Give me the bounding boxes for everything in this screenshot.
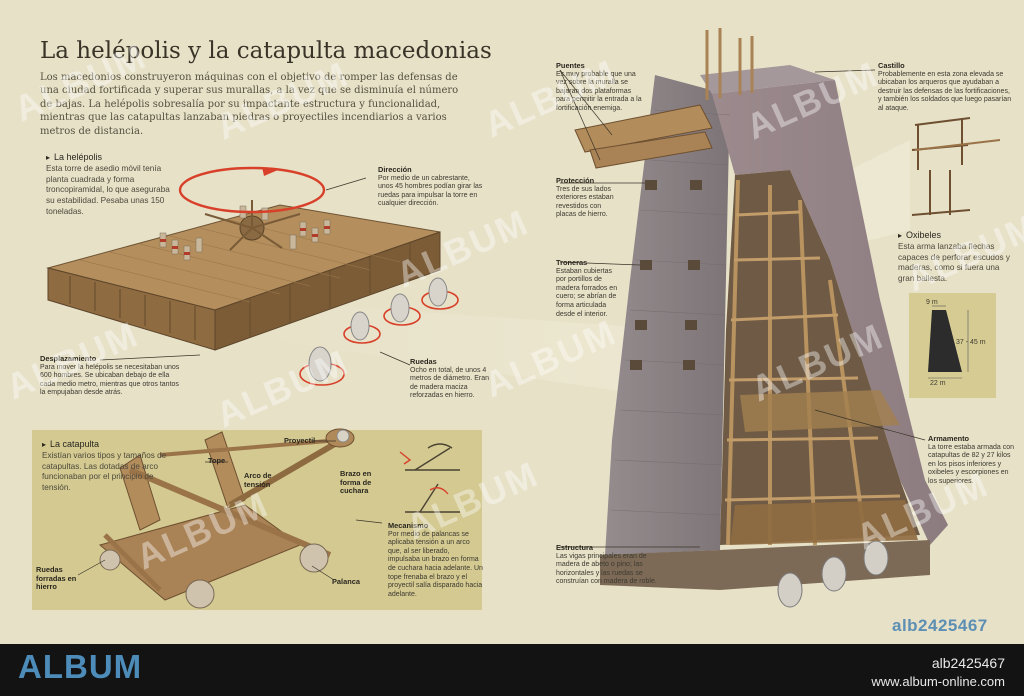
callout-proteccion-text: Tres de sus lados exteriores estaban rev… xyxy=(556,185,614,219)
label-palanca: Palanca xyxy=(332,577,360,586)
page-title: La helépolis y la catapulta macedonias xyxy=(40,38,492,64)
helepolis-platform-illustration xyxy=(46,166,459,386)
callout-desplazamiento-title: Desplazamiento xyxy=(40,354,97,363)
album-logo[interactable]: ALBUM xyxy=(18,648,143,685)
callout-proteccion-title: Protección xyxy=(556,176,595,185)
dimension-height: 37 - 45 m xyxy=(956,339,986,346)
callout-mecanismo: Mecanismo Por medio de palancas se aplic… xyxy=(388,521,483,599)
section-catapulta: La catapulta Existían varios tipos y tam… xyxy=(42,439,172,494)
callout-ruedas-title: Ruedas xyxy=(410,357,437,366)
footer-bar xyxy=(0,644,1024,696)
illustrations xyxy=(46,28,1001,609)
dimension-base: 22 m xyxy=(930,380,946,387)
callout-mecanismo-title: Mecanismo xyxy=(388,521,429,530)
section-helepolis-heading: La helépolis xyxy=(46,152,176,164)
image-code: alb2425467 xyxy=(892,616,988,635)
section-oxibeles-text: Esta arma lanzaba flechas capaces de per… xyxy=(898,241,1010,284)
callout-puentes-text: Es muy probable que una vez sobre la mur… xyxy=(556,70,642,112)
callout-desplazamiento: Desplazamiento Para mover la helépolis s… xyxy=(40,354,180,398)
callout-armamento: Armamento La torre estaba armada con cat… xyxy=(928,434,1018,487)
leader-lines xyxy=(77,69,926,581)
section-oxibeles-heading: Oxibeles xyxy=(898,230,1016,242)
callout-troneras-title: Troneras xyxy=(556,258,588,267)
label-proyectil: Proyectil xyxy=(284,436,316,445)
callout-direccion: Dirección Por medio de un cabrestante, u… xyxy=(378,165,483,209)
catapult-mechanism-diagrams xyxy=(399,443,460,513)
callout-estructura-title: Estructura xyxy=(556,543,593,552)
label-arco: Arco de tensión xyxy=(244,471,272,489)
callout-proteccion: Protección Tres de sus lados exteriores … xyxy=(556,176,618,220)
callout-estructura-text: Las vigas principales eran de madera de … xyxy=(556,552,657,586)
label-brazo: Brazo en forma de cuchara xyxy=(340,469,372,496)
section-catapulta-heading: La catapulta xyxy=(42,439,172,451)
callout-puentes-title: Puentes xyxy=(556,61,585,70)
dimension-diagram xyxy=(909,293,996,398)
helepolis-tower-illustration xyxy=(574,28,948,608)
callout-castillo-text: Probablemente en esta zona elevada se ub… xyxy=(878,70,1012,112)
section-catapulta-text: Existían varios tipos y tamaños de catap… xyxy=(42,450,167,493)
callout-desplazamiento-text: Para mover la helépolis se necesitaban u… xyxy=(40,363,180,397)
catapult-illustration xyxy=(98,428,355,609)
callout-ruedas-text: Ocho en total, de unos 4 metros de diáme… xyxy=(410,366,489,400)
dimension-top: 9 m xyxy=(926,299,938,306)
label-tope: Tope xyxy=(208,456,226,465)
callout-direccion-text: Por medio de un cabrestante, unos 45 hom… xyxy=(378,174,483,208)
callout-estructura: Estructura Las vigas principales eran de… xyxy=(556,543,668,587)
oxibeles-illustration xyxy=(911,117,1001,216)
intro-paragraph: Los macedonios construyeron máquinas con… xyxy=(40,72,459,137)
callout-troneras-text: Estaban cubiertas por portillos de mader… xyxy=(556,267,618,318)
callout-armamento-title: Armamento xyxy=(928,434,970,443)
section-helepolis-text: Esta torre de asedio móvil tenía planta … xyxy=(46,163,170,216)
callout-direccion-title: Dirección xyxy=(378,165,412,174)
footer-image-id: alb2425467 xyxy=(931,655,1005,671)
footer-url-link[interactable]: www.album-online.com xyxy=(871,674,1005,689)
callout-puentes: Puentes Es muy probable que una vez sobr… xyxy=(556,61,646,114)
callout-castillo: Castillo Probablemente en esta zona elev… xyxy=(878,61,1014,114)
section-oxibeles: Oxibeles Esta arma lanzaba flechas capac… xyxy=(898,230,1016,285)
callout-castillo-title: Castillo xyxy=(878,61,905,70)
label-ruedas-forradas: Ruedas forradas en hierro xyxy=(36,565,77,592)
section-helepolis: La helépolis Esta torre de asedio móvil … xyxy=(46,152,176,218)
infographic-canvas: La helépolis y la catapulta macedonias L… xyxy=(0,0,1024,644)
callout-ruedas: Ruedas Ocho en total, de unos 4 metros d… xyxy=(410,357,492,401)
callout-armamento-text: La torre estaba armada con catapultas de… xyxy=(928,443,1014,485)
callout-troneras: Troneras Estaban cubiertas por portillos… xyxy=(556,258,618,319)
callout-mecanismo-text: Por medio de palancas se aplicaba tensió… xyxy=(388,530,483,598)
